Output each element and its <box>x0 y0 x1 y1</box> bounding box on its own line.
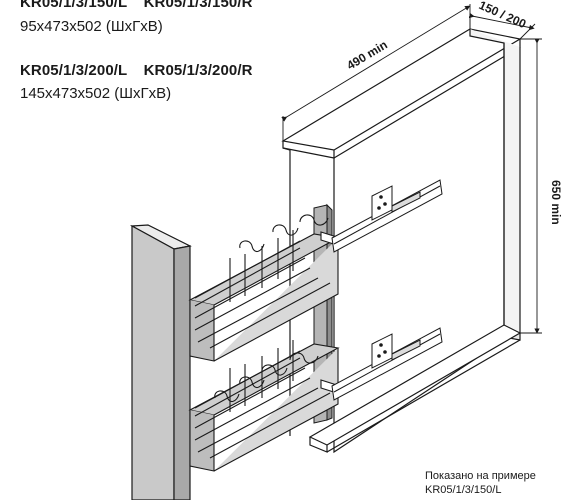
model-codes-150: KR05/1/3/150/L KR05/1/3/150/R <box>20 0 265 11</box>
model-code-150-right: KR05/1/3/150/R <box>143 0 253 11</box>
height-dimension-label: 650 min <box>549 180 563 225</box>
width-dimension-label: 150 / 200 <box>477 0 529 31</box>
lower-basket <box>188 340 341 472</box>
model-code-150-left: KR05/1/3/150/L <box>20 0 128 11</box>
model-codes-200: KR05/1/3/200/L KR05/1/3/200/R <box>20 62 265 79</box>
dimension-lines <box>281 4 542 334</box>
upper-runner <box>331 179 443 253</box>
model-code-200-right: KR05/1/3/200/R <box>143 62 253 79</box>
depth-dimension-label: 490 min <box>344 38 390 73</box>
dimensions-200: 145x473x502 (ШхГхВ) <box>20 85 172 102</box>
upper-basket <box>188 214 341 362</box>
dimensions-150: 95x473x502 (ШхГхВ) <box>20 18 163 35</box>
model-code-200-left: KR05/1/3/200/L <box>20 62 128 79</box>
front-panel <box>129 224 192 500</box>
lower-runner <box>331 327 443 401</box>
example-note-line2: KR05/1/3/150/L <box>425 484 502 496</box>
example-note-line1: Показано на примере <box>425 470 536 482</box>
